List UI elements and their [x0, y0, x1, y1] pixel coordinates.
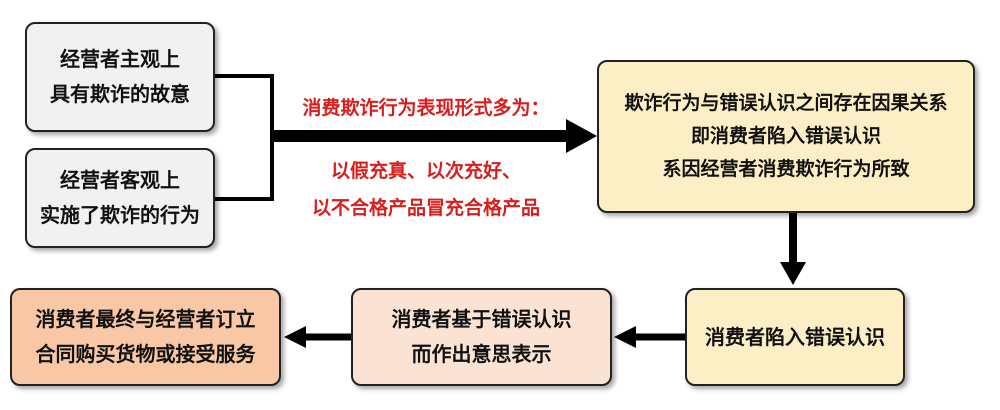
fraud-forms-line-2: 以不合格产品冒充合格产品 — [311, 197, 540, 219]
contract-line-1: 消费者最终与经营者订立 — [35, 307, 256, 331]
objective-act-line-2: 实施了欺诈的行为 — [40, 203, 200, 227]
fraud-forms-line-1: 以假充真、以次充好、 — [330, 160, 521, 182]
subjective-intent-box: 经营者主观上 具有欺诈的故意 — [25, 22, 215, 132]
subjective-intent-line-2: 具有欺诈的故意 — [50, 82, 190, 106]
objective-act-box: 经营者客观上 实施了欺诈的行为 — [25, 148, 215, 248]
causal-link-line-1: 欺诈行为与错误认识之间存在因果关系 — [624, 91, 948, 114]
fraud-forms-heading: 消费欺诈行为表现形式多为： — [302, 97, 550, 119]
causal-link-box: 欺诈行为与错误认识之间存在因果关系 即消费者陷入错误认识 系因经营者消费欺诈行为… — [597, 60, 975, 213]
causal-link-line-2: 即消费者陷入错误认识 — [690, 124, 881, 147]
consumer-misled-box: 消费者陷入错误认识 — [685, 288, 905, 386]
objective-act-line-1: 经营者客观上 — [60, 168, 180, 192]
causal-link-line-3: 系因经营者消费欺诈行为所致 — [662, 158, 910, 181]
intent-expression-box: 消费者基于错误认识 而作出意思表示 — [351, 288, 612, 386]
consumer-misled-line-1: 消费者陷入错误认识 — [705, 324, 885, 349]
down-arrow-head — [780, 262, 806, 285]
main-arrow-head — [566, 119, 597, 153]
left-arrow-2-head — [284, 326, 306, 348]
contract-box: 消费者最终与经营者订立 合同购买货物或接受服务 — [10, 288, 281, 386]
intent-expression-line-1: 消费者基于错误认识 — [391, 307, 572, 331]
contract-line-2: 合同购买货物或接受服务 — [35, 342, 256, 366]
left-arrow-1-head — [614, 326, 636, 348]
intent-expression-line-2: 而作出意思表示 — [411, 342, 552, 366]
subjective-intent-line-1: 经营者主观上 — [60, 47, 180, 71]
